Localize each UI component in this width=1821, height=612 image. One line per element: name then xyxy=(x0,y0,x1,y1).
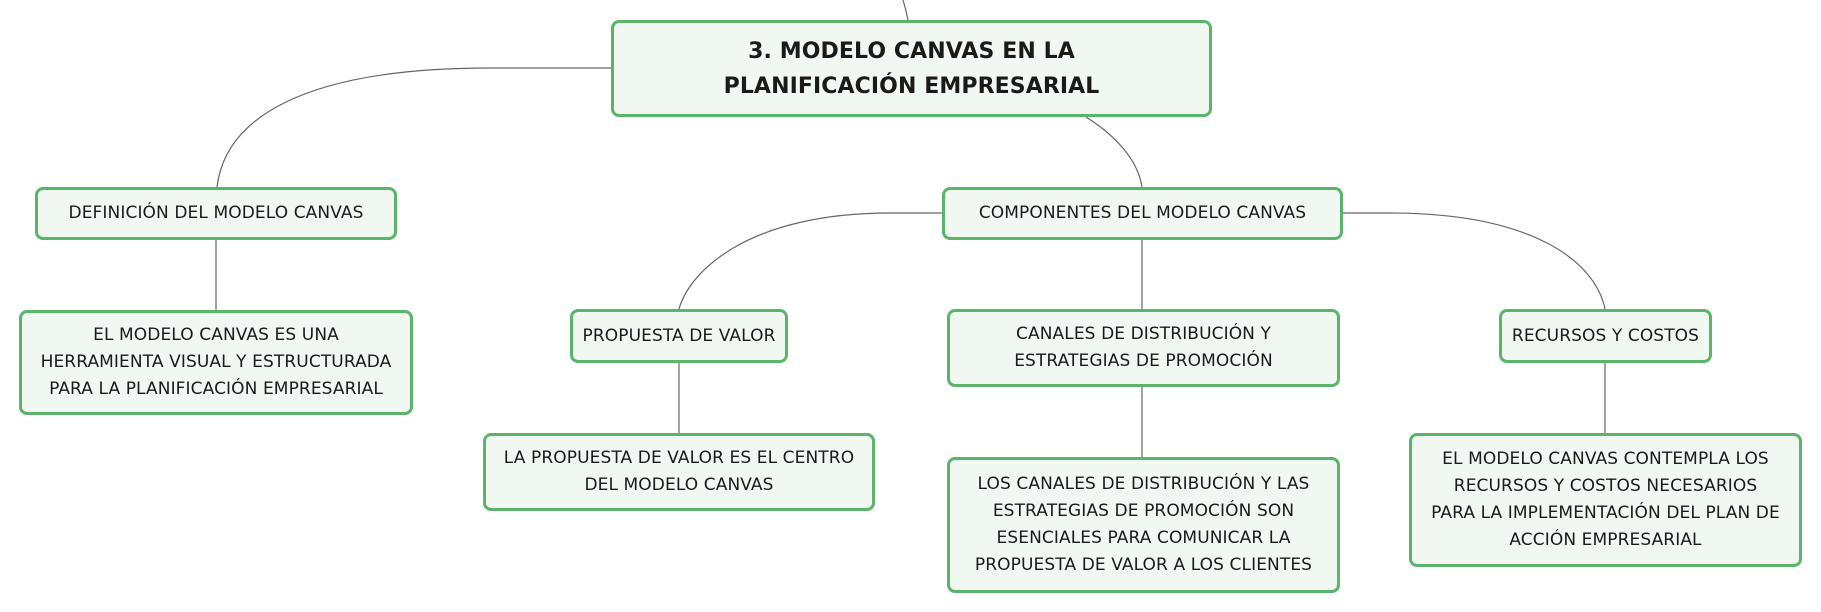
recursos-node[interactable]: RECURSOS Y COSTOS xyxy=(1499,309,1712,363)
componentes-node[interactable]: COMPONENTES DEL MODELO CANVAS xyxy=(942,187,1343,240)
propuesta-node-label: PROPUESTA DE VALOR xyxy=(582,325,776,346)
connector-componentes-propuesta xyxy=(678,212,942,310)
definicion-node[interactable]: DEFINICIÓN DEL MODELO CANVAS xyxy=(35,187,397,240)
canales-detail-label: LOS CANALES DE DISTRIBUCIÓN Y LAS ESTRAT… xyxy=(974,474,1313,575)
canales-node[interactable]: CANALES DE DISTRIBUCIÓN Y ESTRATEGIAS DE… xyxy=(947,309,1340,387)
recursos-detail-label: EL MODELO CANVAS CONTEMPLA LOS RECURSOS … xyxy=(1431,449,1780,550)
connector-root-definicion xyxy=(216,67,611,188)
definicion-node-label: DEFINICIÓN DEL MODELO CANVAS xyxy=(68,203,364,223)
connector-componentes-recursos xyxy=(1343,212,1606,310)
recursos-detail-node[interactable]: EL MODELO CANVAS CONTEMPLA LOS RECURSOS … xyxy=(1409,433,1802,567)
canales-node-label: CANALES DE DISTRIBUCIÓN Y ESTRATEGIAS DE… xyxy=(1014,324,1273,371)
definicion-detail-node[interactable]: EL MODELO CANVAS ES UNA HERRAMIENTA VISU… xyxy=(19,310,413,415)
definicion-detail-label: EL MODELO CANVAS ES UNA HERRAMIENTA VISU… xyxy=(40,325,392,399)
canales-detail-node[interactable]: LOS CANALES DE DISTRIBUCIÓN Y LAS ESTRAT… xyxy=(947,457,1340,593)
connector-parent-root xyxy=(902,0,909,21)
propuesta-detail-node[interactable]: LA PROPUESTA DE VALOR ES EL CENTRO DEL M… xyxy=(483,433,875,511)
propuesta-detail-label: LA PROPUESTA DE VALOR ES EL CENTRO DEL M… xyxy=(503,448,855,495)
connector-root-componentes xyxy=(1085,116,1143,188)
root-node[interactable]: 3. MODELO CANVAS EN LA PLANIFICACIÓN EMP… xyxy=(611,20,1212,117)
propuesta-node[interactable]: PROPUESTA DE VALOR xyxy=(570,309,788,363)
componentes-node-label: COMPONENTES DEL MODELO CANVAS xyxy=(978,203,1307,223)
recursos-node-label: RECURSOS Y COSTOS xyxy=(1511,325,1700,346)
root-node-label: 3. MODELO CANVAS EN LA PLANIFICACIÓN EMP… xyxy=(723,38,1100,99)
